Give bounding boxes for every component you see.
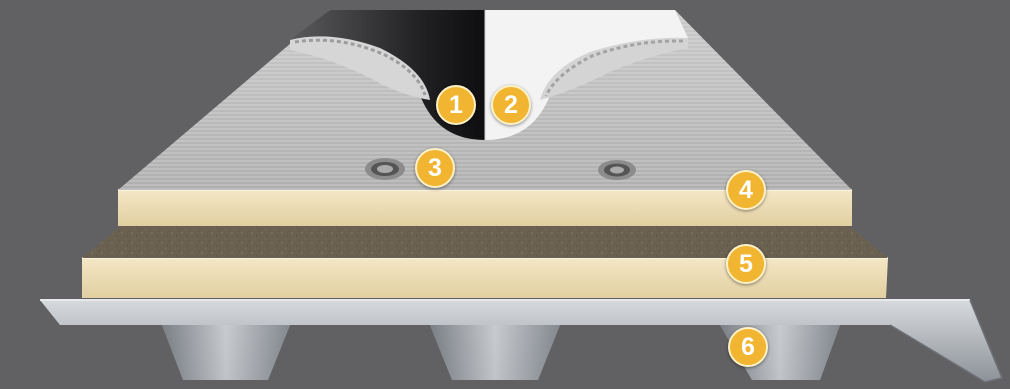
callout-badge-3: 3 [415, 148, 455, 188]
callout-badge-2: 2 [491, 85, 531, 125]
fastener-plate-left [365, 158, 405, 180]
steel-deck-layer [40, 300, 1002, 382]
lower-insulation-layer [82, 258, 888, 298]
callout-badge-6: 6 [728, 327, 768, 367]
callout-badge-4: 4 [726, 170, 766, 210]
cover-board-layer [82, 225, 888, 258]
fastener-plate-right [598, 160, 636, 180]
callout-badge-5: 5 [726, 244, 766, 284]
callout-badge-1: 1 [436, 85, 476, 125]
